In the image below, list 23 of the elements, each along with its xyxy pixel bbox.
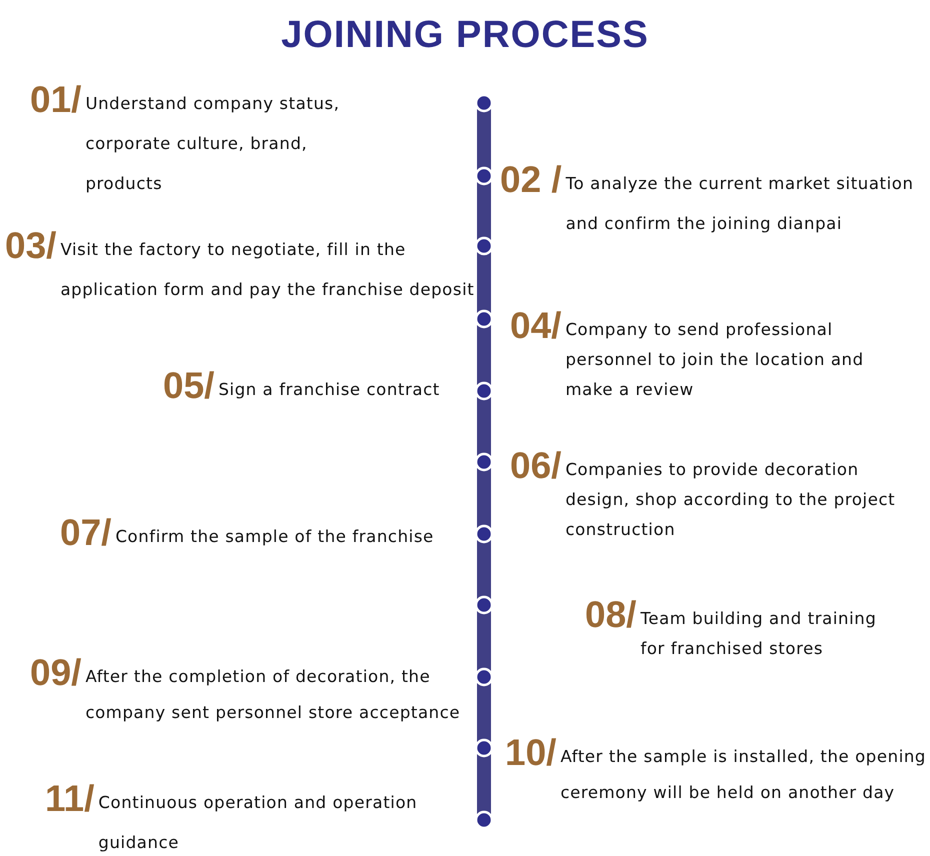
step-number: 06/ bbox=[510, 446, 562, 486]
step-description: Understand company status, corporate culture, brand, products bbox=[85, 93, 341, 195]
step-description: To analyze the current market situation and confirm the joining dianpai bbox=[566, 173, 915, 235]
step-description: Continuous operation and operation guidance bbox=[98, 792, 418, 854]
step-number: 10/ bbox=[505, 733, 556, 773]
step-number: 08/ bbox=[585, 595, 636, 635]
step-description: Company to send professional personnel to join the location and make a review bbox=[565, 319, 865, 401]
step-description: Sign a franchise contract bbox=[218, 379, 441, 401]
step-number: 09/ bbox=[30, 653, 82, 693]
step-number: 01/ bbox=[30, 80, 82, 120]
step-description: Confirm the sample of the franchise bbox=[115, 526, 435, 548]
step-number: 05/ bbox=[163, 366, 214, 406]
step-description: Companies to provide decoration design, shop according to the project construction bbox=[565, 459, 896, 541]
step-description: After the completion of decoration, the company sent personnel store acceptance bbox=[85, 666, 462, 724]
step-description: After the sample is installed, the opening ceremony will be held on another day bbox=[560, 746, 928, 804]
title: JOINING PROCESS bbox=[280, 14, 650, 57]
step-number: 02 / bbox=[500, 160, 562, 200]
step-description: Team building and training for franchised stores bbox=[640, 608, 878, 660]
step-number: 11/ bbox=[45, 779, 94, 819]
step-number: 04/ bbox=[510, 306, 562, 346]
step-description: Visit the factory to negotiate, fill in the application form and pay the franchise deposit bbox=[60, 239, 476, 301]
step-number: 07/ bbox=[60, 513, 112, 553]
step-number: 03/ bbox=[5, 226, 56, 266]
